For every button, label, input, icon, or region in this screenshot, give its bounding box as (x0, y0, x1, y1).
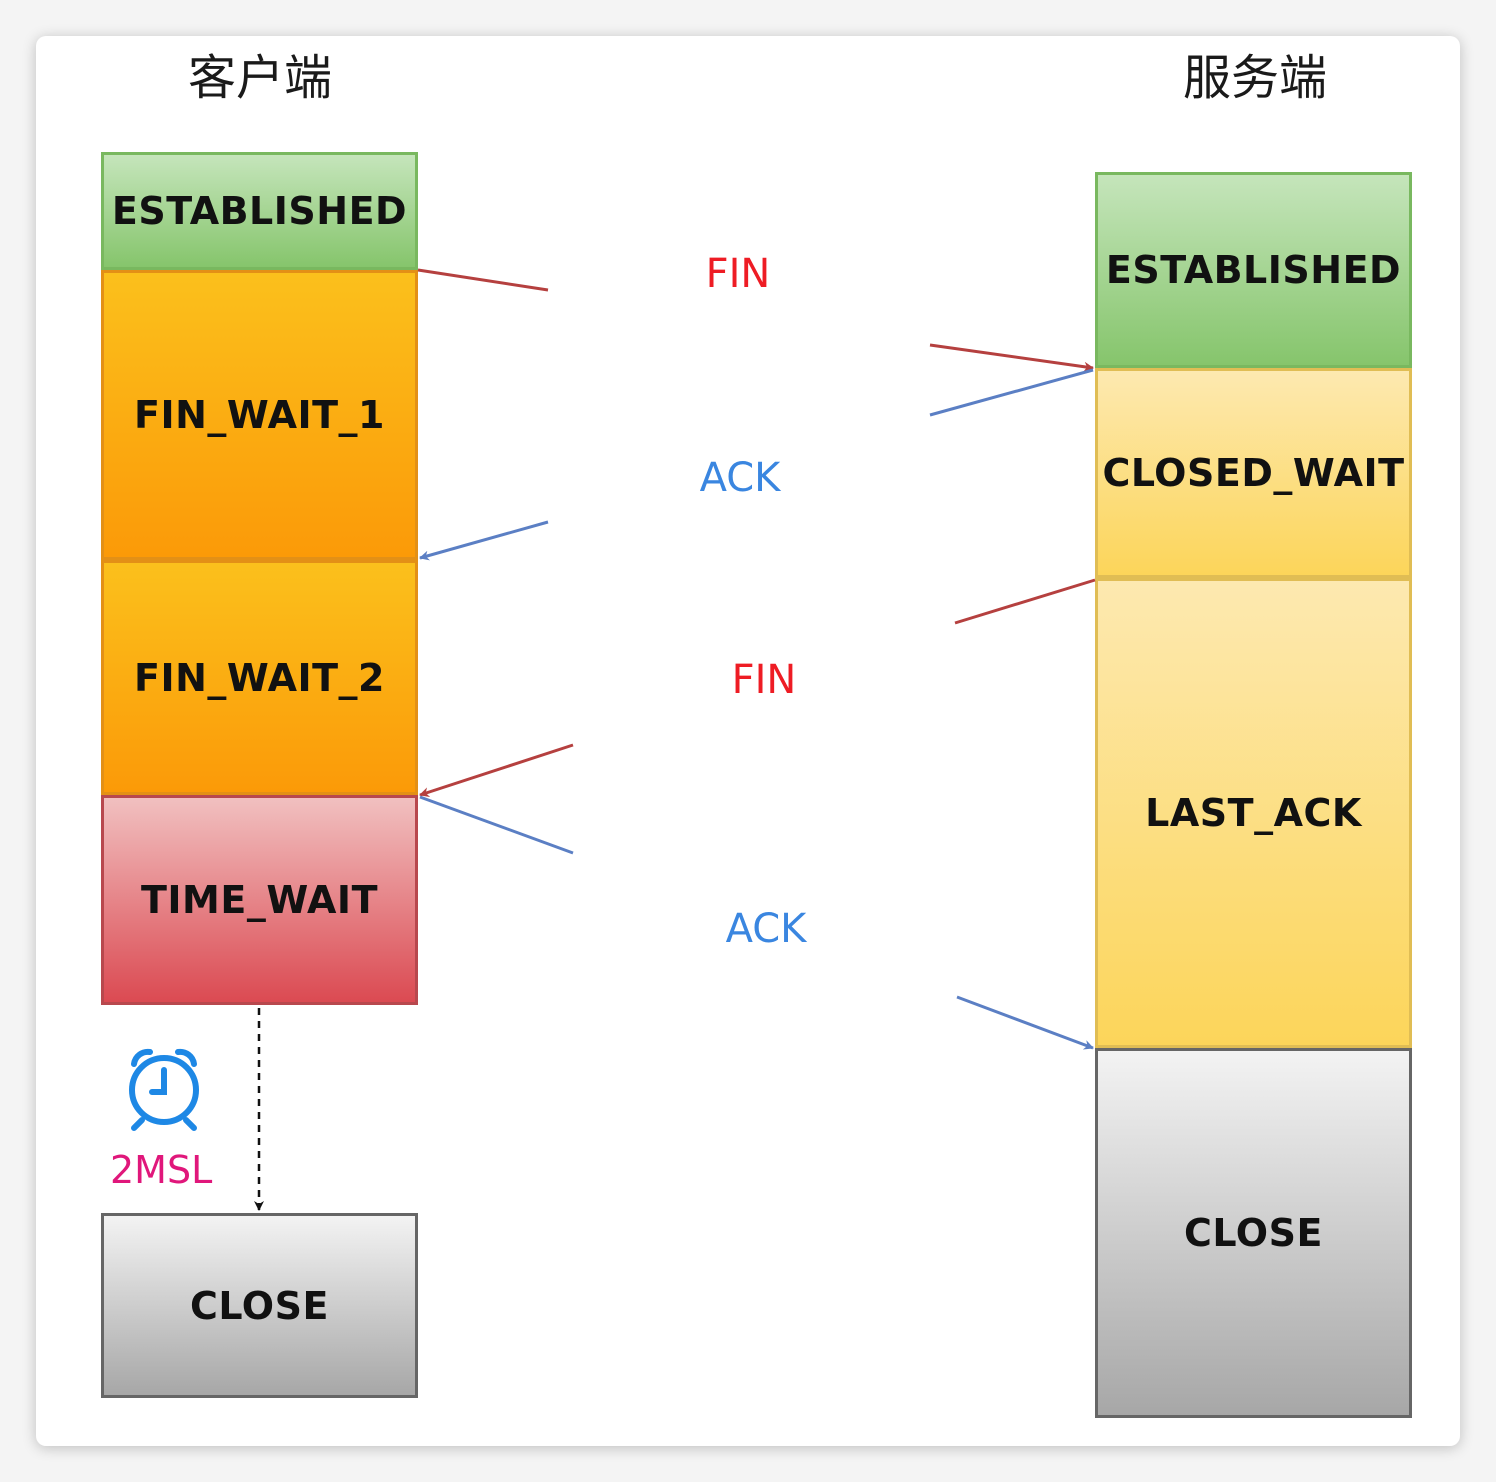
arrow-ack-2-end (956, 995, 1094, 1050)
client-title: 客户端 (187, 50, 332, 106)
alarm-clock-icon (129, 1048, 199, 1131)
message-ack-2: ACK (725, 906, 807, 952)
message-fin-1: FIN (705, 251, 771, 297)
arrow-fin-1-end (929, 343, 1094, 372)
client-state-close: CLOSE (101, 1213, 418, 1398)
server-state-last-ack: LAST_ACK (1095, 578, 1412, 1048)
arrow-fin-1-start (417, 268, 549, 292)
timer-label: 2MSL (110, 1148, 213, 1192)
server-state-closed-wait: CLOSED_WAIT (1095, 368, 1412, 578)
message-fin-2: FIN (731, 657, 797, 703)
arrow-fin-2-start (954, 578, 1096, 625)
server-title: 服务端 (1182, 50, 1327, 106)
arrow-ack-1-end (419, 520, 549, 561)
arrow-fin-2-end (419, 743, 574, 797)
arrow-ack-1-start (929, 368, 1094, 417)
message-ack-1: ACK (699, 455, 781, 501)
client-state-established: ESTABLISHED (101, 152, 418, 270)
client-state-fin-wait-1: FIN_WAIT_1 (101, 270, 418, 560)
client-state-fin-wait-2: FIN_WAIT_2 (101, 560, 418, 795)
client-state-time-wait: TIME_WAIT (101, 795, 418, 1005)
server-state-established: ESTABLISHED (1095, 172, 1412, 368)
arrow-ack-2-start (419, 795, 574, 855)
server-state-close: CLOSE (1095, 1048, 1412, 1418)
